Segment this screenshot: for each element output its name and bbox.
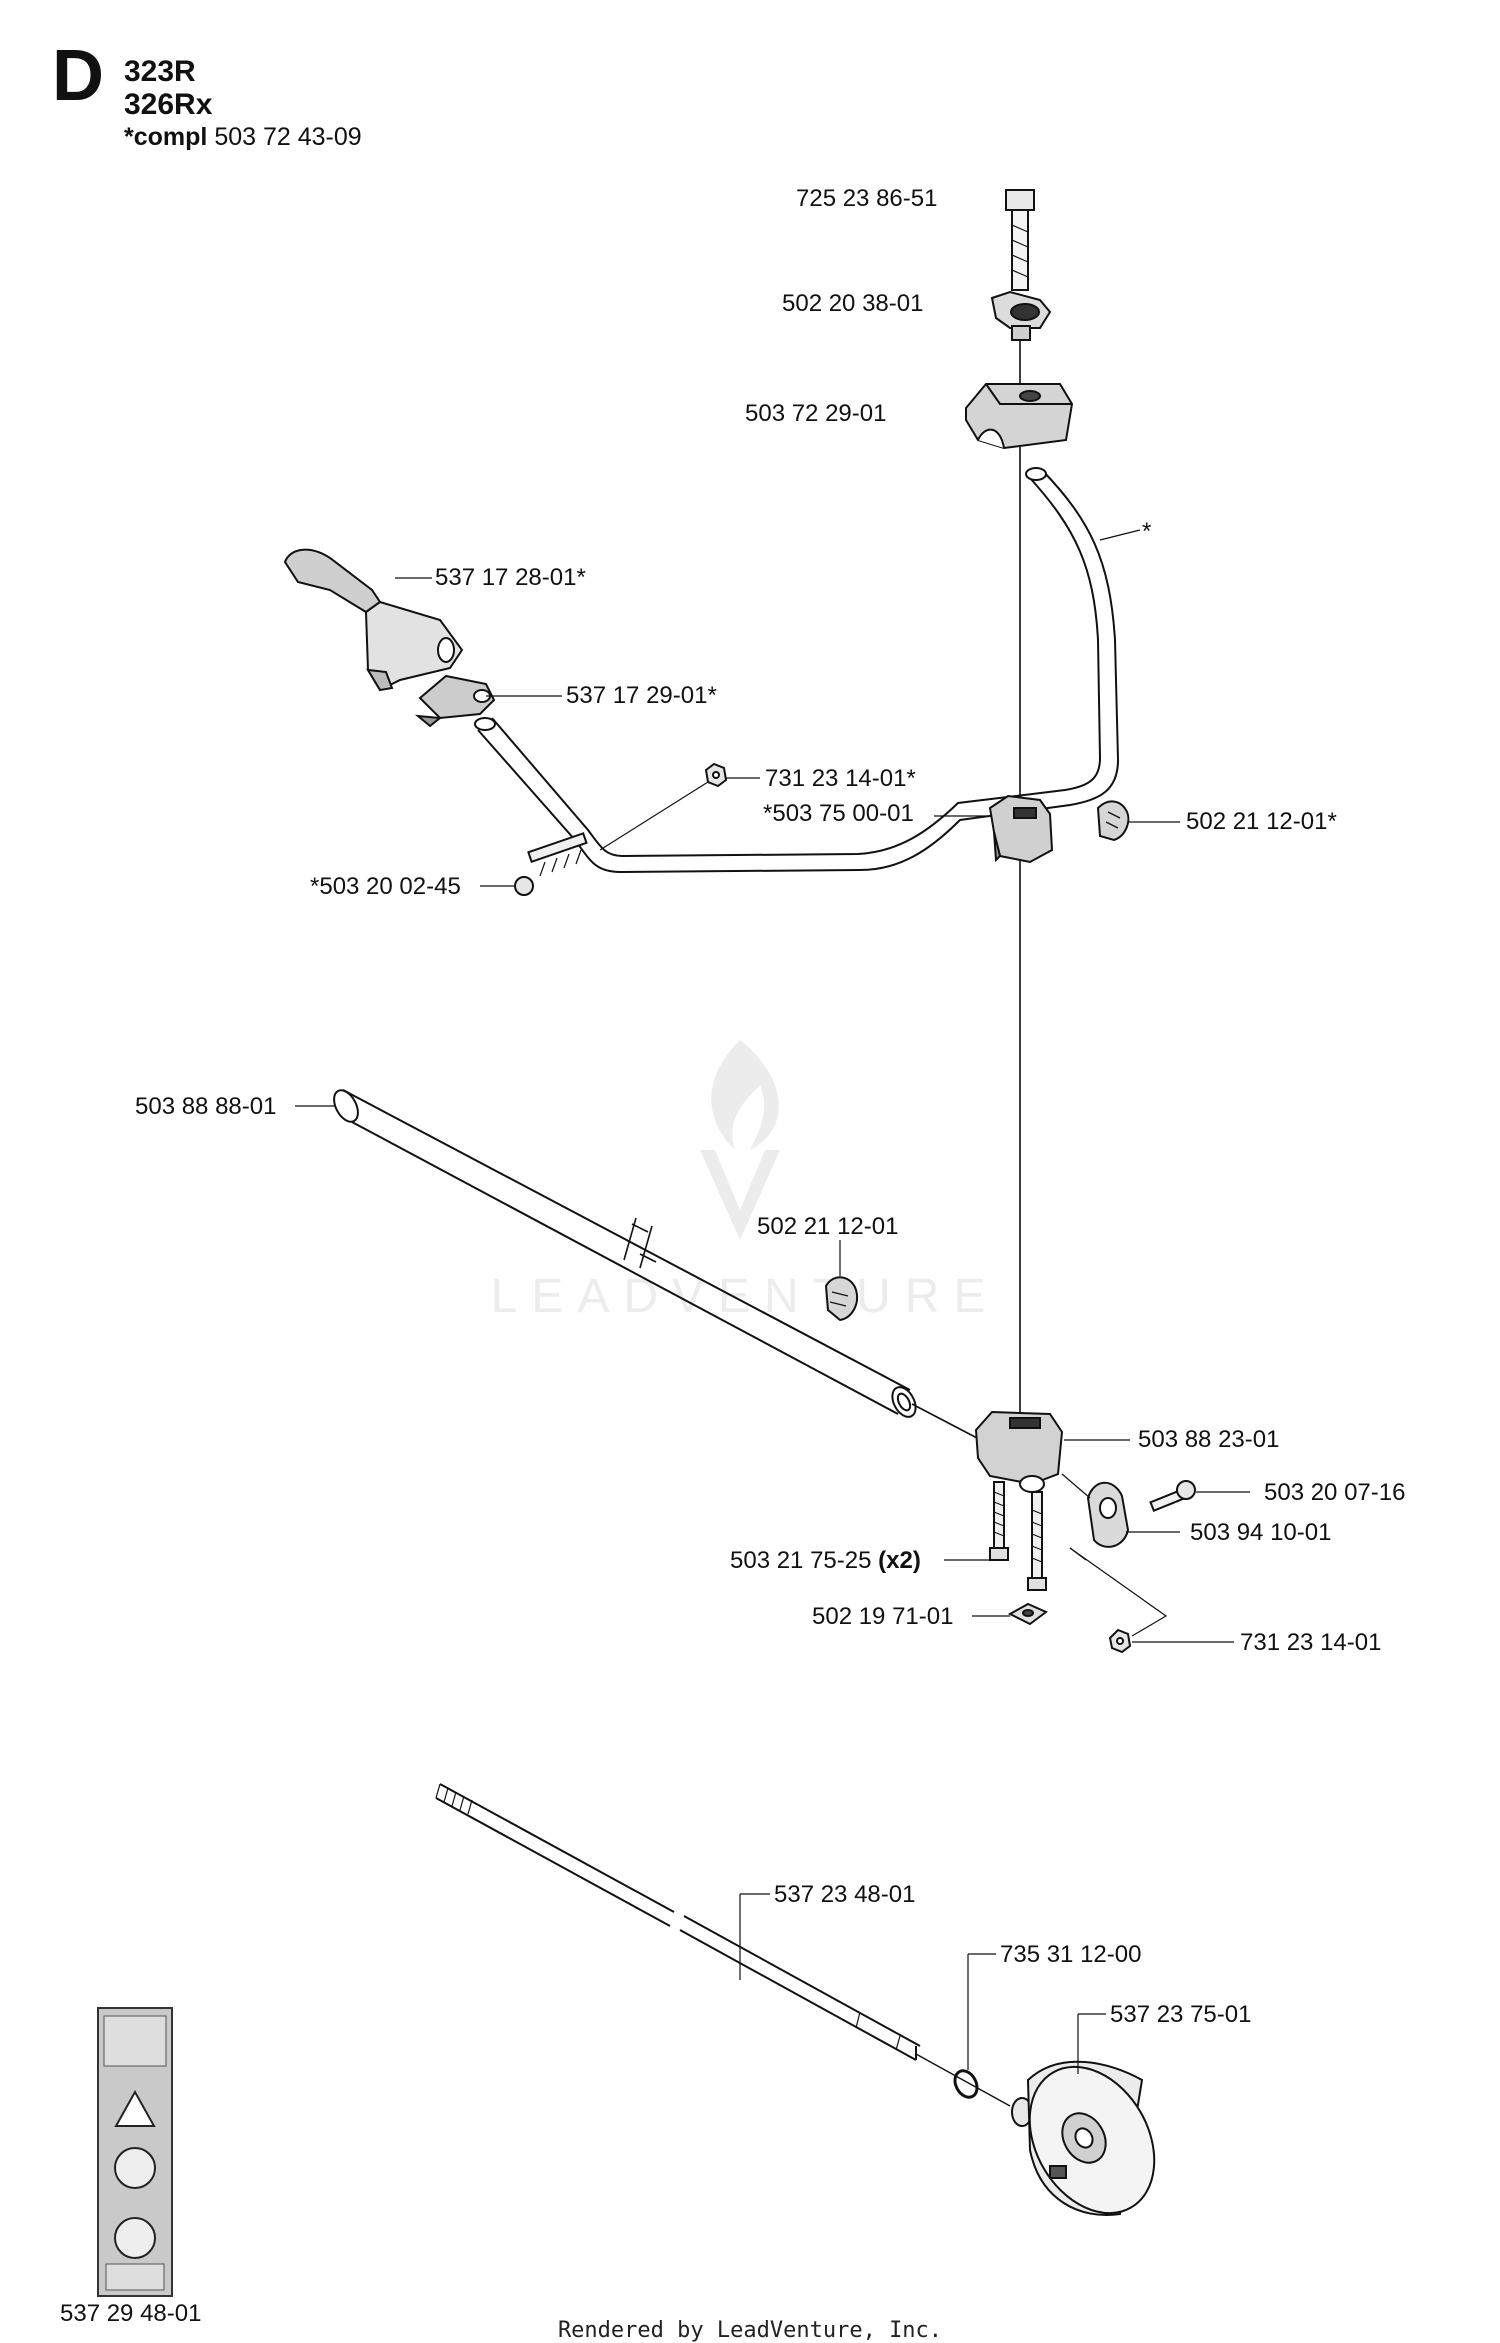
wing-knob-icon [990,290,1052,341]
label-decal: 537 29 48-01 [60,2300,202,2327]
label-screw-handlebar: *503 20 02-45 [310,873,461,900]
label-clutch-drum: 537 23 75-01 [1110,2001,1252,2028]
label-handlebar: * [1142,518,1152,545]
watermark-logo: LEADVENTURE [491,1040,1000,1323]
label-screws-bottom-number: 503 21 75-25 [730,1547,872,1574]
label-cable-clip-lower: 502 21 12-01 [757,1213,899,1240]
footer-credit: Rendered by LeadVenture, Inc. [557,2318,943,2343]
side-bracket-icon [1086,1481,1130,1548]
section-letter: D [52,36,104,116]
square-nut-icon [1007,1602,1048,1626]
clutch-drum-icon [1011,2060,1156,2216]
label-circlip: 735 31 12-00 [1000,1941,1142,1968]
label-square-nut: 502 19 71-01 [812,1603,954,1630]
decal-icon [97,2007,173,2297]
label-clamp-top: 503 72 29-01 [745,400,887,427]
drive-shaft-icon [435,1783,921,2061]
label-side-bracket: 503 94 10-01 [1190,1519,1332,1546]
label-grip: 537 17 28-01* [435,564,586,591]
label-nut-lower: 731 23 14-01 [1240,1629,1382,1656]
nut-lower-icon [1108,1628,1132,1654]
label-clamp-mid: *503 75 00-01 [763,800,914,827]
label-handle-bracket: 503 88 23-01 [1138,1426,1280,1453]
label-drive-shaft: 537 23 48-01 [774,1881,916,1908]
label-cable-clip-upper: 502 21 12-01* [1186,808,1337,835]
complete-assembly-note: *compl 503 72 43-09 [124,125,362,150]
cable-clip-upper-icon [1096,800,1130,842]
handle-bracket-icon [974,1410,1064,1493]
clamp-mid-icon [988,794,1054,864]
label-wing-knob: 502 20 38-01 [782,290,924,317]
label-screws-bottom: 503 21 75-25 (x2) [730,1549,921,1573]
nut-upper-icon [704,762,728,788]
screw-side-icon [1149,1480,1196,1512]
clamp-top-icon [965,383,1074,450]
label-screw-side: 503 20 07-16 [1264,1479,1406,1506]
handlebar-icon [474,467,1120,874]
cable-clip-lower-icon [824,1276,858,1322]
compl-number: 503 72 43-09 [214,123,362,151]
model-name-2: 326Rx [124,88,213,121]
label-screws-bottom-qty: (x2) [878,1547,921,1574]
bolt-icon [1005,189,1035,291]
grip-icon [283,548,464,692]
shaft-tube-icon [333,1089,917,1418]
circlip-icon [953,2069,979,2099]
label-throttle-holder: 537 17 29-01* [566,682,717,709]
watermark-text: LEADVENTURE [491,1270,1000,1323]
label-shaft-tube: 503 88 88-01 [135,1093,277,1120]
model-name-1: 323R [124,55,196,88]
label-bolt: 725 23 86-51 [796,185,938,212]
label-nut-upper: 731 23 14-01* [765,765,916,792]
compl-prefix: *compl [124,123,208,151]
screws-bottom-icon [989,1481,1047,1591]
screw-handlebar-icon [514,832,588,896]
